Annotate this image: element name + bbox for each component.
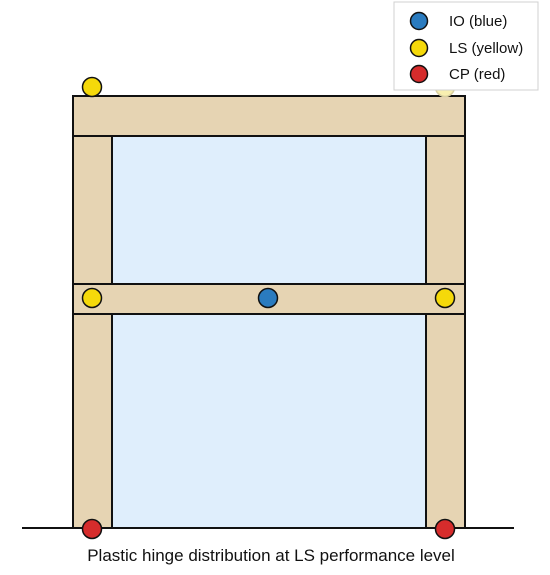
legend-ls-icon bbox=[409, 38, 429, 58]
legend-io-icon bbox=[409, 11, 429, 31]
hinge-cp-base-right bbox=[434, 518, 456, 540]
roof-beam bbox=[72, 95, 466, 137]
hinge-ls-roof-left bbox=[81, 76, 103, 98]
upper-story-panel bbox=[111, 135, 427, 285]
figure-caption: Plastic hinge distribution at LS perform… bbox=[87, 546, 455, 565]
hinge-io-floor-mid bbox=[257, 287, 279, 309]
hinge-cp-base-left bbox=[81, 518, 103, 540]
hinge-ls-floor-right bbox=[434, 287, 456, 309]
legend: IO (blue) LS (yellow) CP (red) bbox=[393, 1, 539, 91]
legend-ls-label: LS (yellow) bbox=[449, 40, 523, 57]
lower-story-panel bbox=[111, 313, 427, 529]
hinge-ls-floor-left bbox=[81, 287, 103, 309]
legend-cp-label: CP (red) bbox=[449, 66, 505, 83]
legend-io-label: IO (blue) bbox=[449, 13, 507, 30]
legend-cp-icon bbox=[409, 64, 429, 84]
